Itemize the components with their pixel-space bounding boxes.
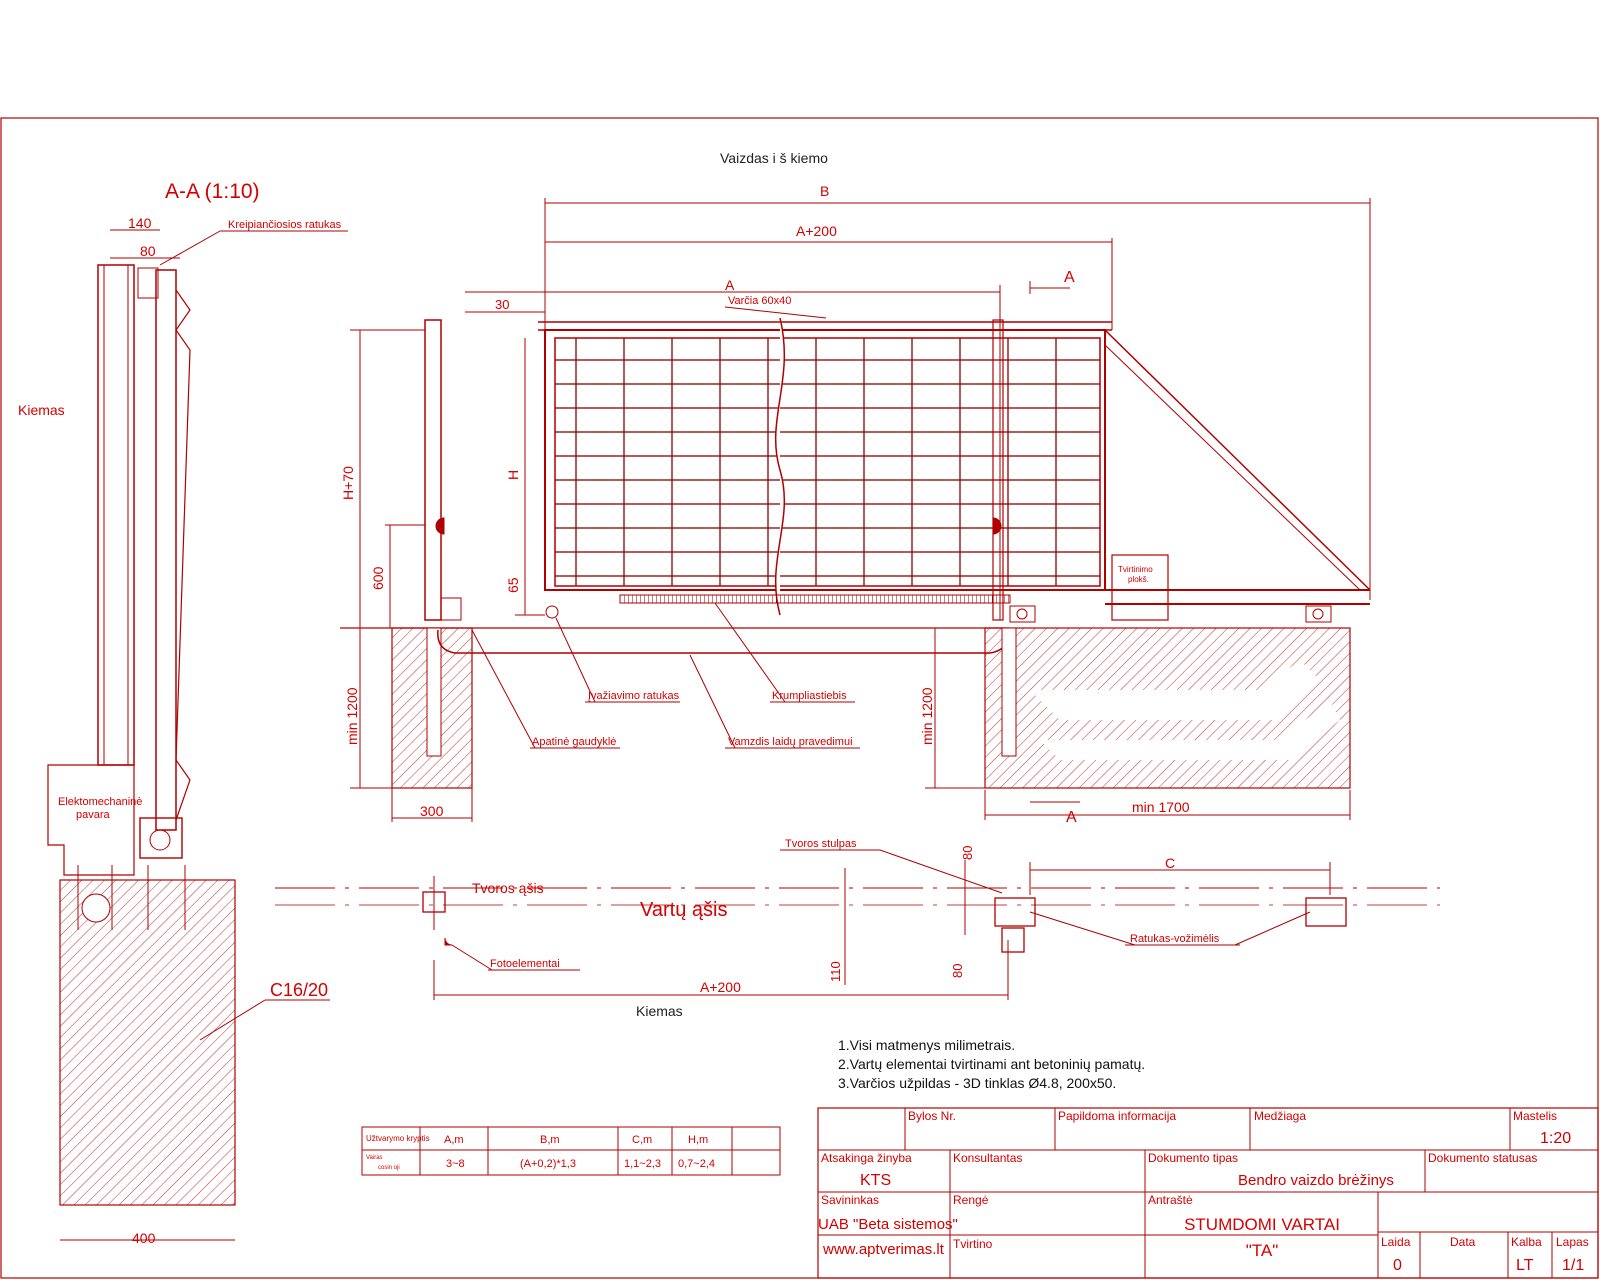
sheet-border	[0, 117, 1599, 1279]
laida-value: 0	[1393, 1257, 1402, 1274]
mastelis-label: Mastelis	[1513, 1109, 1557, 1123]
dim-140: 140	[128, 215, 152, 231]
lapas-value: 1/1	[1562, 1257, 1584, 1274]
note-2: 2.Vartų elementai tvirtinami ant betonin…	[838, 1056, 1145, 1072]
notes: 1.Visi matmenys milimetrais. 2.Vartų ele…	[838, 1037, 1145, 1091]
lapas-label: Lapas	[1556, 1235, 1589, 1249]
antraste-line1: STUMDOMI VARTAI	[1184, 1215, 1340, 1234]
atsakinga-label: Atsakinga žinyba	[821, 1151, 912, 1165]
spec-cell-1: (A+0,2)*1,3	[520, 1158, 576, 1170]
view-title: Vaizdas i š kiemo	[720, 150, 828, 166]
dim-80-section: 80	[140, 243, 156, 259]
dim-a: A	[725, 277, 735, 293]
atsakinga-value: KTS	[860, 1172, 891, 1189]
kalba-label: Kalba	[1511, 1235, 1542, 1249]
spec-row-label-1: cosin oji	[378, 1165, 400, 1171]
yard-label: Kiemas	[18, 402, 65, 418]
dim-30: 30	[495, 297, 509, 312]
spec-header-3: C,m	[632, 1134, 652, 1146]
gate-axis-label: Vartų ąšis	[640, 899, 727, 921]
spec-header-2: B,m	[540, 1134, 560, 1146]
motor-label-1: Elektomechaninė	[58, 796, 142, 808]
rack-label: Krumpliastiebis	[772, 690, 847, 702]
dim-min1200-left: min 1200	[344, 687, 360, 745]
fence-post-label: Tvoros stulpas	[785, 838, 857, 850]
frame-label: Varčia 60x40	[728, 295, 791, 307]
bylos-label: Bylos Nr.	[908, 1109, 956, 1123]
title-block: Bylos Nr. Papildoma informacija Medžiaga…	[817, 1107, 1599, 1279]
dim-min1200-right: min 1200	[919, 687, 935, 745]
antraste-label: Antraštė	[1148, 1193, 1193, 1207]
cable-pipe-label: Vamzdis laidų pravedimui	[728, 736, 853, 748]
plan-dim-a200: A+200	[700, 979, 741, 995]
dim-600: 600	[370, 566, 386, 590]
spec-header-1: A,m	[444, 1134, 464, 1146]
laida-label: Laida	[1381, 1235, 1411, 1249]
renge-label: Rengė	[953, 1193, 989, 1207]
spec-cell-0: 3~8	[446, 1158, 465, 1170]
section-mark-bottom: A	[1066, 809, 1077, 826]
dim-h70: H+70	[340, 466, 356, 500]
dim-min1700: min 1700	[1132, 799, 1190, 815]
spec-table: Užtvarymo kryptis A,m B,m C,m H,m Vairas…	[361, 1126, 781, 1176]
dim-c: C	[1165, 855, 1175, 871]
dok-tipas-label: Dokumento tipas	[1148, 1151, 1238, 1165]
motor-small-1: Tvirtinimo	[1118, 565, 1153, 574]
kalba-value: LT	[1516, 1257, 1534, 1274]
elevation-view: Vaizdas i š kiemo B A+200 A 30 Varčia 60…	[340, 150, 1371, 826]
section-mark-top: A	[1064, 269, 1075, 286]
antraste-line2: "TA"	[1246, 1241, 1279, 1260]
medziaga-label: Medžiaga	[1254, 1109, 1306, 1123]
spec-header-0: Užtvarymo kryptis	[366, 1134, 430, 1143]
papildoma-label: Papildoma informacija	[1058, 1109, 1176, 1123]
dim-b: B	[820, 183, 829, 199]
plan-view: Tvoros ąšis Vartų ąšis Fotoelementai A+2…	[275, 838, 1440, 1019]
spec-header-4: H,m	[688, 1134, 708, 1146]
roller-label: Ratukas-vožimėlis	[1130, 933, 1220, 945]
entry-wheel-label: Įvažiavimo ratukas	[588, 690, 680, 702]
dim-400: 400	[132, 1230, 156, 1246]
tvirtino-label: Tvirtino	[953, 1237, 993, 1251]
konsultantas-label: Konsultantas	[953, 1151, 1022, 1165]
dok-statusas-label: Dokumento statusas	[1428, 1151, 1537, 1165]
dim-a200: A+200	[796, 223, 837, 239]
guide-wheel-label: Kreipiančiosios ratukas	[228, 219, 342, 231]
dim-65: 65	[505, 577, 521, 593]
note-1: 1.Visi matmenys milimetrais.	[838, 1037, 1015, 1053]
savininkas-value: UAB "Beta sistemos"	[818, 1216, 958, 1233]
mastelis-value: 1:20	[1540, 1130, 1571, 1147]
savininkas-label: Savininkas	[821, 1193, 879, 1207]
dim-300: 300	[420, 803, 444, 819]
website: www.aptverimas.lt	[822, 1241, 945, 1258]
motor-small-2: plokš.	[1128, 575, 1149, 584]
data-label: Data	[1450, 1235, 1476, 1249]
section-title: A-A (1:10)	[165, 180, 260, 203]
dim-h: H	[505, 470, 521, 480]
motor-label-2: pavara	[76, 809, 111, 821]
spec-cell-2: 1,1~2,3	[624, 1158, 661, 1170]
dok-tipas-value: Bendro vaizdo brėžinys	[1238, 1172, 1394, 1189]
section-aa: A-A (1:10) 140 80 Kreipiančiosios ratuka…	[18, 180, 348, 1246]
bottom-catch-label: Apatinė gaudyklė	[532, 736, 616, 748]
dim-80-top: 80	[960, 846, 975, 860]
photo-label: Fotoelementai	[490, 958, 560, 970]
concrete-label: C16/20	[270, 980, 328, 1000]
fence-axis-label: Tvoros ąšis	[472, 880, 544, 896]
plan-yard-label: Kiemas	[636, 1003, 683, 1019]
spec-row-label-0: Vairas	[366, 1155, 383, 1161]
spec-cell-3: 0,7~2,4	[678, 1158, 715, 1170]
note-3: 3.Varčios užpildas - 3D tinklas Ø4.8, 20…	[838, 1075, 1116, 1091]
dim-110: 110	[828, 961, 843, 982]
dim-80-bottom: 80	[950, 964, 965, 978]
